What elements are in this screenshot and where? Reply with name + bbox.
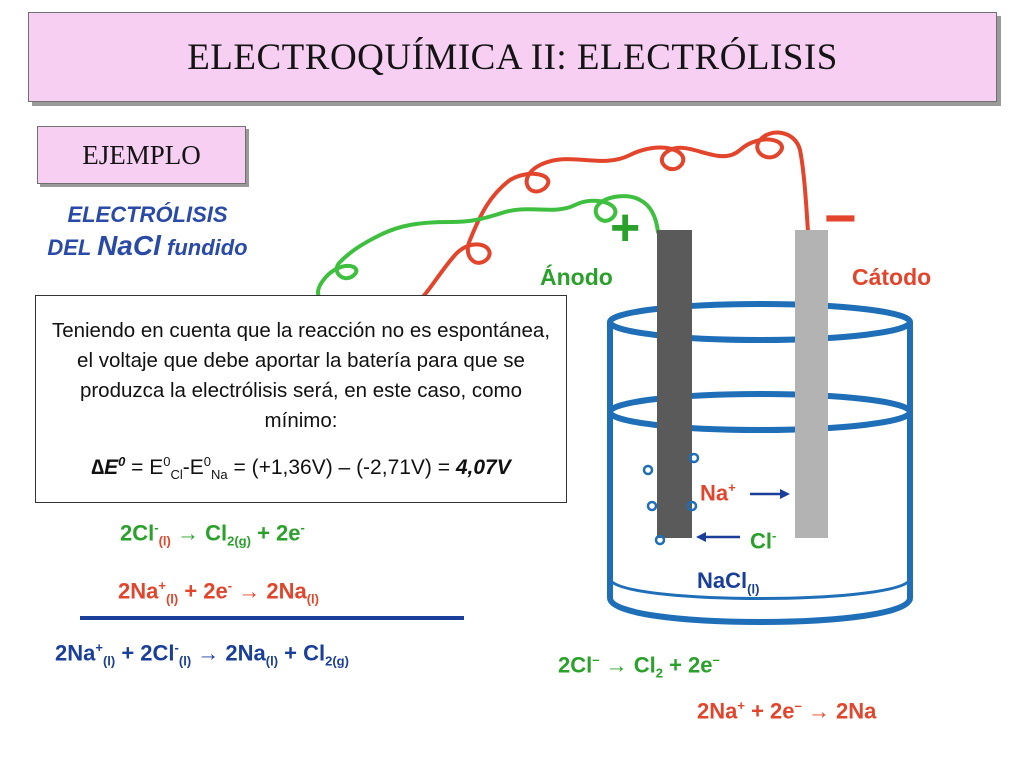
voltage-formula: ∆E0 = E0Cl-E0Na = (+1,36V) – (-2,71V) = …: [91, 454, 511, 483]
electrolyte-surface: [607, 391, 913, 433]
gas-bubble: [642, 464, 654, 476]
cathode-label: Cátodo: [852, 264, 932, 290]
gas-bubble: [688, 452, 700, 464]
subtitle-line-1: ELECTRÓLISIS: [67, 202, 228, 227]
oxidation-half-reaction: 2Cl-(l) → Cl2(g) + 2e-: [120, 520, 305, 549]
gas-bubble: [646, 500, 658, 512]
cathode-sign: −: [824, 186, 857, 249]
subtitle-fundido: fundido: [160, 235, 248, 260]
example-label: EJEMPLO: [37, 126, 246, 184]
anode-reaction: 2Cl– → Cl2 + 2e–: [558, 652, 720, 681]
page-title: ELECTROQUÍMICA II: ELECTRÓLISIS: [28, 12, 997, 102]
subtitle-del: DEL: [47, 235, 98, 260]
overall-reaction: 2Na+(l) + 2Cl-(l) → 2Na(l) + Cl2(g): [55, 640, 349, 669]
cl-ion-label: Cl-: [750, 528, 777, 554]
beaker-bottom-inner: [611, 580, 909, 600]
explanation-box: Teniendo en cuenta que la reacción no es…: [35, 295, 567, 503]
example-subtitle: ELECTRÓLISIS DEL NaCl fundido: [20, 202, 275, 262]
electrolyte-label: NaCl(l): [697, 568, 760, 597]
beaker-rim: [607, 301, 913, 343]
na-ion-arrowhead: [780, 489, 790, 499]
anode-sign: +: [610, 199, 641, 257]
subtitle-nacl: NaCl: [97, 230, 161, 261]
explanation-text: Teniendo en cuenta que la reacción no es…: [51, 319, 551, 432]
na-ion-label: Na+: [700, 480, 736, 506]
cl-ion-arrowhead: [696, 532, 706, 542]
beaker-bottom: [607, 596, 913, 625]
cathode-reaction: 2Na+ + 2e– → 2Na: [697, 698, 877, 724]
cathode-wire: [418, 130, 810, 302]
cathode-electrode: [795, 230, 828, 538]
anode-wire: [316, 194, 660, 302]
anode-electrode: [657, 230, 692, 538]
gas-bubble: [686, 500, 698, 512]
voltage-result: 4,07V: [455, 456, 511, 479]
gas-bubble: [654, 534, 666, 546]
reduction-half-reaction: 2Na+(l) + 2e- → 2Na(l): [118, 578, 319, 607]
anode-label: Ánodo: [540, 264, 613, 290]
sum-divider: [80, 616, 464, 620]
subtitle-line-2: DEL NaCl fundido: [20, 230, 275, 262]
